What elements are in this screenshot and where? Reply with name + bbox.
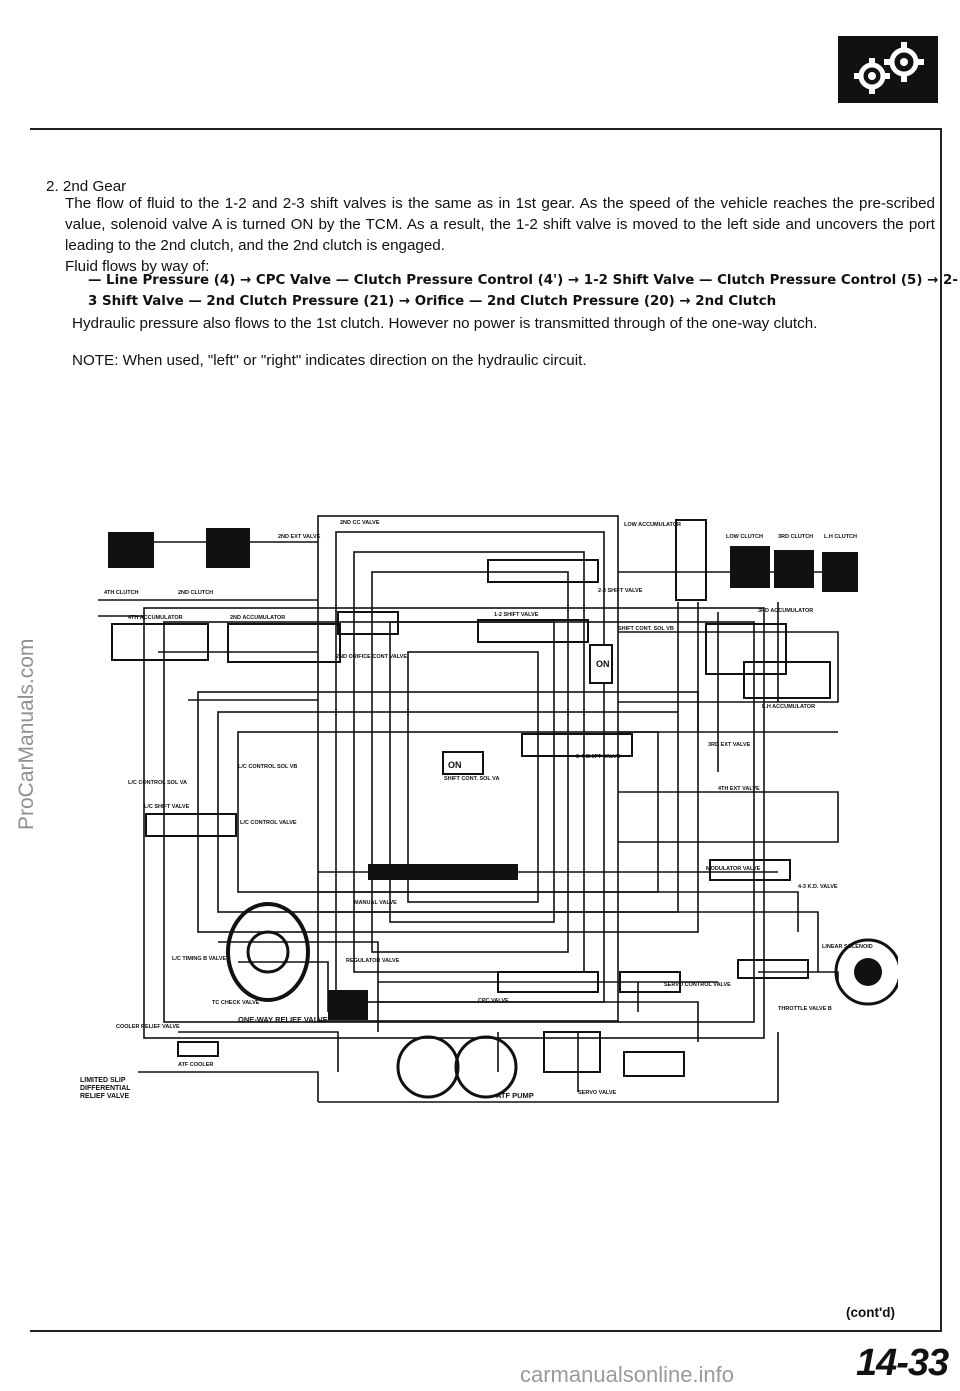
hydraulic-note: Hydraulic pressure also flows to the 1st… <box>72 315 818 332</box>
page-number: 14-33 <box>856 1342 949 1384</box>
label-3rd-clutch: 3RD CLUTCH <box>778 534 813 540</box>
label-2-3-shift-valve: 2-3 SHIFT VALVE <box>598 588 643 594</box>
label-cpc-valve: CPC VALVE <box>478 998 509 1004</box>
bottom-rule <box>30 1330 942 1332</box>
label-lc-shift-valve: L/C SHIFT VALVE <box>144 804 190 810</box>
footer-url: carmanualsonline.info <box>520 1362 735 1387</box>
label-2nd-accumulator: 2ND ACCUMULATOR <box>230 615 285 621</box>
label-low-accumulator: LOW ACCUMULATOR <box>624 522 681 528</box>
label-1-2-shift-valve: 1-2 SHIFT VALVE <box>494 612 539 618</box>
label-regulator-valve: REGULATOR VALVE <box>346 958 400 964</box>
label-linear-solenoid: LINEAR SOLENOID <box>822 944 873 950</box>
label-servo-valve: SERVO VALVE <box>578 1090 617 1096</box>
label-low-clutch: LOW CLUTCH <box>726 534 763 540</box>
label-servo-control-valve: SERVO CONTROL VALVE <box>664 982 731 988</box>
label-on-a: ON <box>448 760 462 770</box>
label-on-b: ON <box>596 659 610 669</box>
hydraulic-circuit-diagram: 2ND CC VALVE LOW ACCUMULATOR LOW CLUTCH … <box>78 512 902 1112</box>
label-manual-valve: MANUAL VALVE <box>354 900 397 906</box>
label-lsd-line-3: RELIEF VALVE <box>80 1093 129 1100</box>
label-lsd-line-2: DIFFERENTIAL <box>80 1085 131 1092</box>
description-paragraph: The flow of fluid to the 1-2 and 2-3 shi… <box>65 195 935 254</box>
label-lh-clutch: L.H CLUTCH <box>824 534 857 540</box>
label-lsd-line-1: LIMITED SLIP <box>80 1077 126 1084</box>
label-lc-timing-valve: L/C TIMING B VALVE <box>172 956 227 962</box>
label-one-way-relief: ONE-WAY RELIEF VALVE <box>238 1015 328 1024</box>
label-4-3-kd-valve: 4-3 K.D. VALVE <box>798 884 838 890</box>
label-2nd-clutch: 2ND CLUTCH <box>178 590 213 596</box>
label-2nd-cc-valve: 2ND CC VALVE <box>340 520 380 526</box>
flow-path-line-2: 3 Shift Valve — 2nd Clutch Pressure (21)… <box>88 294 777 309</box>
top-rule <box>30 128 942 130</box>
label-3rd-ext-valve: 3RD EXT VALVE <box>708 742 751 748</box>
gear-icon-badge <box>838 36 938 103</box>
label-cooler-relief: COOLER RELIEF VALVE <box>116 1024 180 1030</box>
gears-icon <box>854 42 924 94</box>
label-3rd-accumulator: 3RD ACCUMULATOR <box>758 608 813 614</box>
label-modulator-valve: MODULATOR VALVE <box>706 866 761 872</box>
label-2nd-ext-valve: 2ND EXT VALVE <box>278 534 321 540</box>
flow-path-line-1: — Line Pressure (4) → CPC Valve — Clutch… <box>88 273 958 288</box>
label-lh-accumulator: L.H ACCUMULATOR <box>762 704 815 710</box>
continued-label: (cont'd) <box>846 1305 895 1320</box>
label-4th-ext-valve: 4TH EXT VALVE <box>718 786 760 792</box>
label-shift-cont-sol-va: SHIFT CONT. SOL VA <box>444 776 499 782</box>
label-tc-check-valve: TC CHECK VALVE <box>212 1000 260 1006</box>
right-rule <box>940 128 942 1330</box>
label-lc-control-sol-va: L/C CONTROL SOL VA <box>128 780 187 786</box>
label-throttle-valve-b: THROTTLE VALVE B <box>778 1006 832 1012</box>
section-heading: 2. 2nd Gear <box>46 178 127 195</box>
fluid-flow-intro: Fluid flows by way of: <box>65 258 210 275</box>
label-lc-control-sol-vb: L/C CONTROL SOL VB <box>238 764 297 770</box>
watermark: ProCarManuals.com <box>5 540 45 840</box>
label-3-4-shift-valve: 3-4 SHIFT VALVE <box>576 754 621 760</box>
label-4th-clutch: 4TH CLUTCH <box>104 590 139 596</box>
direction-note: NOTE: When used, "left" or "right" indic… <box>72 352 587 369</box>
label-lc-control-valve: L/C CONTROL VALVE <box>240 820 297 826</box>
label-atf-pump: ATF PUMP <box>496 1091 534 1100</box>
label-atf-cooler: ATF COOLER <box>178 1062 213 1068</box>
label-2nd-orifice: 2ND ORIFICE CONT VALVE <box>336 654 407 660</box>
label-4th-accumulator: 4TH ACCUMULATOR <box>128 615 183 621</box>
watermark-text: ProCarManuals.com <box>15 639 38 830</box>
label-shift-cont-sol-vb: SHIFT CONT. SOL VB <box>618 626 674 632</box>
